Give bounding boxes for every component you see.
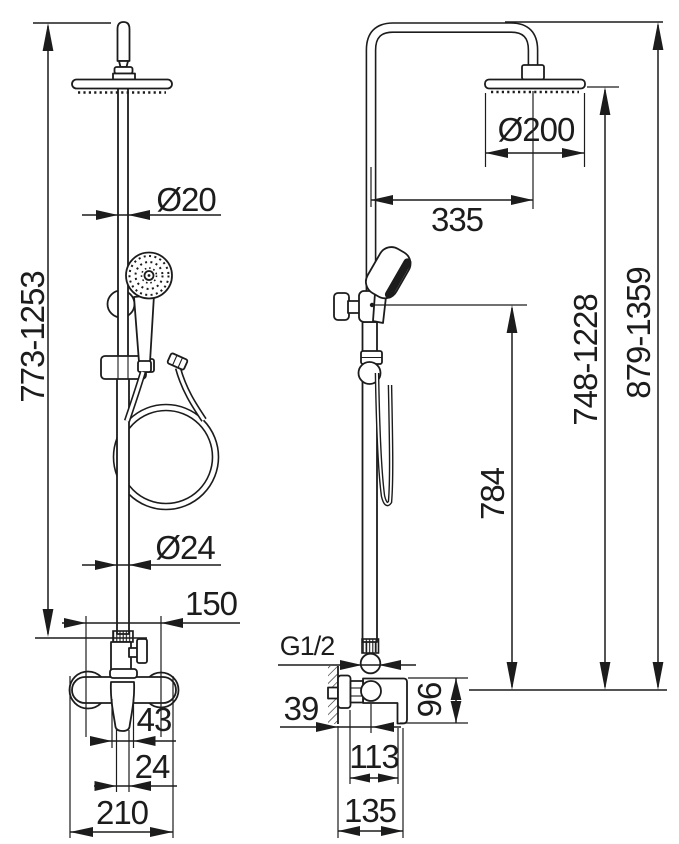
side-supply-stub (327, 686, 339, 700)
dim-label-head-height: 748-1228 (567, 294, 604, 425)
front-lower-pipe (116, 359, 130, 635)
side-hand-shower (365, 246, 412, 324)
front-hose-ends (123, 367, 207, 423)
front-check-valve-stack (110, 630, 148, 677)
dim-thread-size: G1/2 (278, 631, 416, 670)
dim-head-diameter: Ø200 (484, 91, 586, 209)
dim-label-body-depth: 113 (349, 738, 399, 775)
side-ball-joint (359, 638, 382, 675)
dim-holder-height: 784 (369, 302, 527, 690)
dim-outlet-drop: 96 (400, 677, 468, 724)
side-mixer (337, 674, 408, 725)
dim-label-holder-height: 784 (474, 467, 511, 520)
dim-connection-spacing: 150 (62, 585, 240, 737)
side-holder-knob (333, 292, 350, 321)
side-view: Ø200 335 879-1359 748-1228 (278, 21, 667, 838)
dim-label-overall-height: 879-1359 (620, 267, 657, 398)
side-hand-shower-head (365, 246, 412, 300)
dim-body-depth: 113 (349, 710, 400, 784)
front-view: 773-1253 Ø20 Ø24 150 (14, 21, 240, 838)
dim-front-height: 773-1253 (14, 23, 54, 637)
dim-overall-depth: 135 (338, 728, 404, 838)
dim-handle-tip-width: 24 (94, 730, 177, 792)
dim-label-front-height: 773-1253 (14, 271, 51, 402)
front-hand-shower (125, 251, 173, 373)
dim-label-outlet-drop: 96 (411, 683, 448, 718)
front-diverter-tab (136, 638, 148, 664)
dim-label-upper-pipe-diameter: Ø20 (156, 181, 216, 218)
front-hose-nut (166, 352, 189, 371)
side-head-mount (521, 64, 545, 81)
front-hand-shower-handle (133, 294, 155, 363)
dim-upper-pipe-diameter: Ø20 (82, 181, 221, 220)
dim-label-handle-width: 43 (137, 701, 172, 738)
front-knurled-nut (112, 630, 134, 643)
front-mixer-lever (109, 681, 136, 732)
front-pipe-top-cap (112, 21, 136, 81)
side-valve-ball (360, 680, 382, 702)
side-gooseneck-pipe (365, 22, 539, 652)
dim-label-connection-spacing: 150 (185, 585, 238, 622)
dim-overall-height: 879-1359 (620, 22, 664, 690)
dim-mixer-width: 210 (69, 676, 174, 838)
side-wall (327, 666, 339, 724)
front-cartridge-cap (109, 668, 138, 679)
dim-head-reach: 335 (370, 167, 533, 238)
side-hose (374, 372, 394, 507)
front-upper-pipe (117, 87, 129, 362)
side-knurled-nut (361, 638, 380, 654)
side-escutcheon (337, 674, 352, 709)
dim-handle-width: 43 (90, 699, 176, 748)
dim-lower-pipe-diameter: Ø24 (82, 529, 221, 570)
front-hand-shower-connector (137, 360, 152, 373)
dim-label-overall-depth: 135 (344, 792, 396, 829)
side-rain-head (484, 64, 586, 94)
dim-label-wall-offset: 39 (284, 690, 319, 727)
dim-label-head-reach: 335 (431, 201, 483, 238)
front-rain-head (71, 78, 173, 94)
dim-head-height: 748-1228 (567, 86, 619, 690)
dim-label-handle-tip-width: 24 (135, 748, 170, 785)
dim-label-lower-pipe-diameter: Ø24 (155, 529, 215, 566)
dim-label-head-diameter: Ø200 (498, 111, 575, 148)
dim-label-mixer-width: 210 (96, 794, 149, 831)
dim-label-thread-size: G1/2 (280, 631, 335, 661)
side-hand-shower-face (384, 258, 412, 299)
front-hose-coil (112, 403, 220, 511)
dim-wall-offset: 39 (280, 690, 401, 838)
